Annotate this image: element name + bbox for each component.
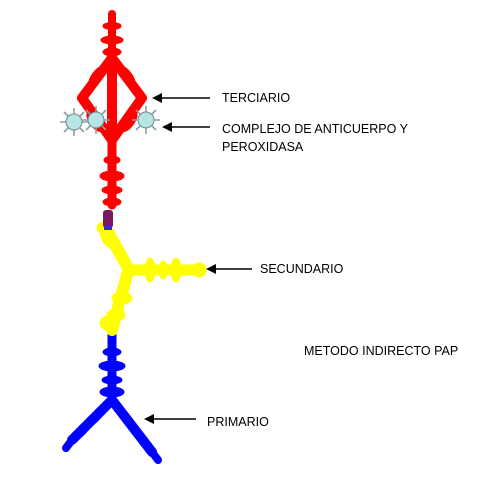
tertiary-antibody	[82, 14, 142, 206]
label-primario: PRIMARIO	[207, 414, 269, 430]
left-arrow-icon	[152, 93, 210, 103]
primary-antibody	[66, 332, 158, 460]
star-molecule-icon	[60, 108, 88, 136]
label-complejo: COMPLEJO DE ANTICUERPO Y	[222, 121, 408, 137]
label-peroxidasa: PEROXIDASA	[222, 139, 303, 155]
label-terciario: TERCIARIO	[222, 90, 290, 106]
label-secundario: SECUNDARIO	[260, 261, 343, 277]
label-metodo: METODO INDIRECTO PAP	[304, 343, 458, 359]
left-arrow-icon	[162, 122, 210, 132]
left-arrow-icon	[144, 414, 196, 424]
star-molecule-icon	[82, 106, 110, 134]
secondary-antibody	[97, 222, 206, 330]
star-molecule-icon	[132, 106, 160, 134]
antibody-hinge	[103, 210, 113, 230]
left-arrow-icon	[206, 264, 252, 274]
